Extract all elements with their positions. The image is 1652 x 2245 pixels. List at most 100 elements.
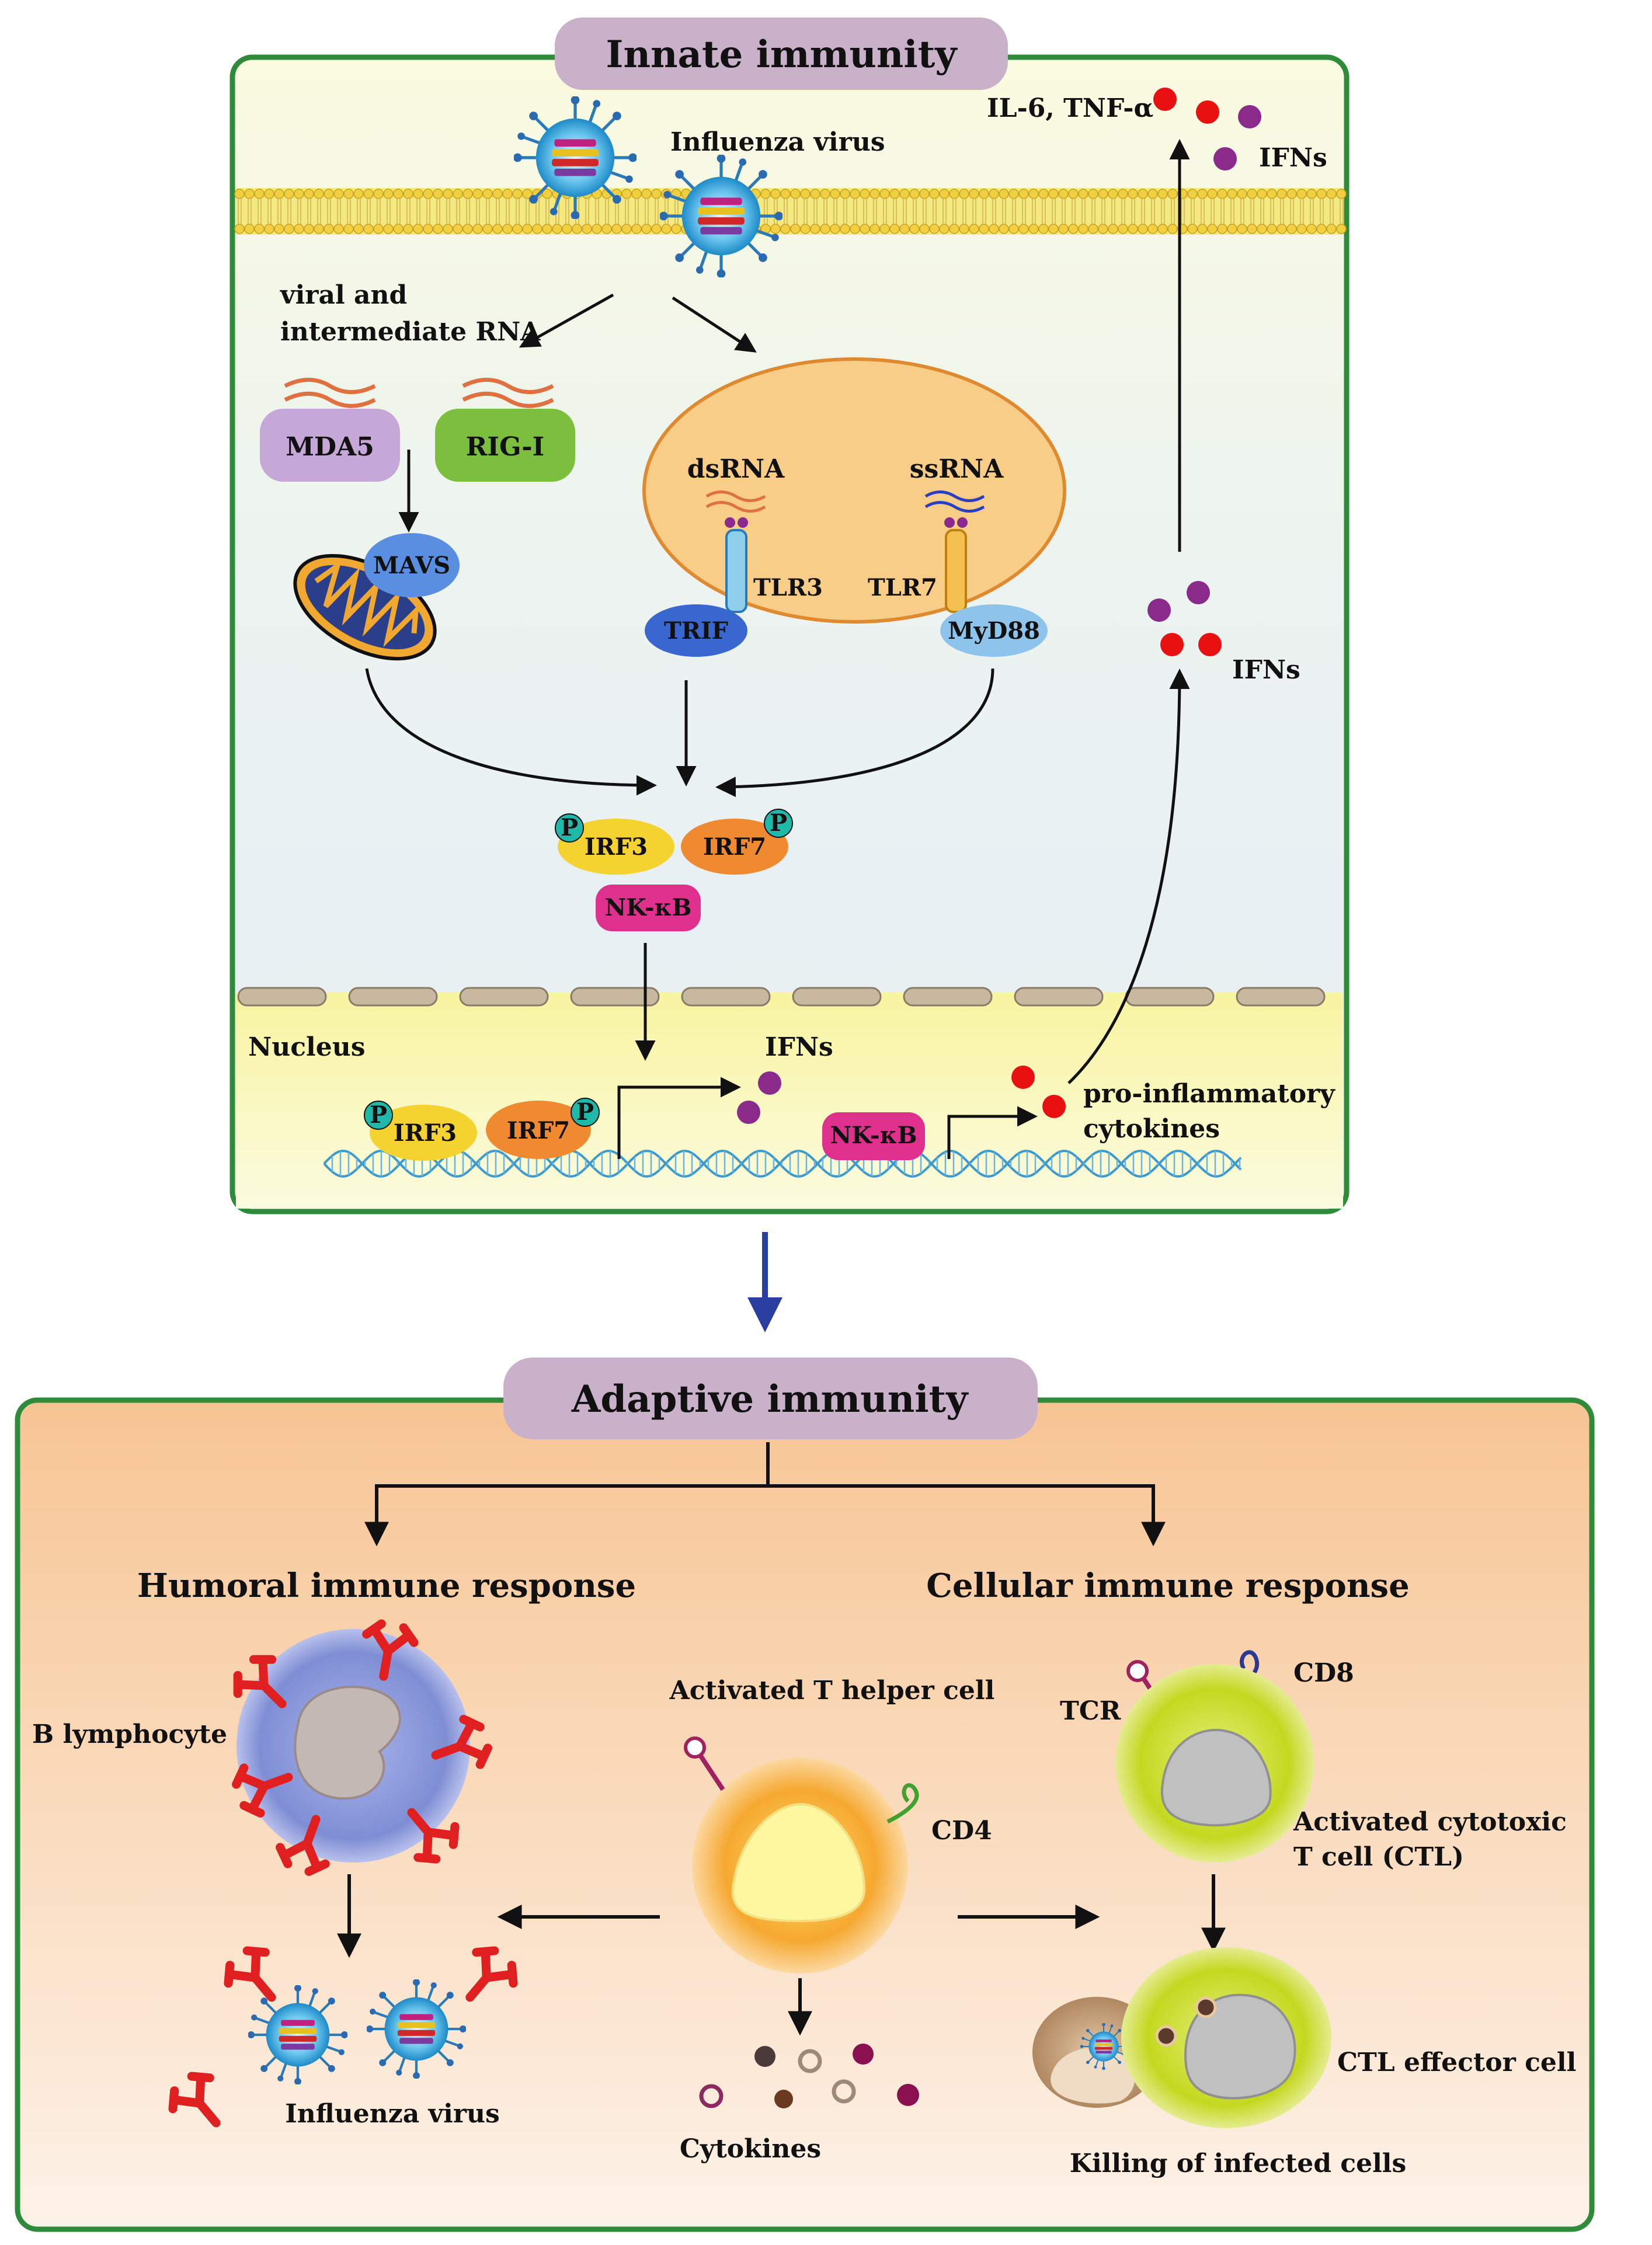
il6-tnf-label: IL-6, TNF-α — [987, 93, 1153, 123]
irf7-factor-nucleus — [486, 1101, 591, 1159]
ifn-dot — [1147, 598, 1171, 622]
influenza-label: Influenza virus — [285, 2099, 500, 2129]
adaptive-title: Adaptive immunity — [571, 1377, 969, 1421]
ctl-label: Activated cytotoxic — [1293, 1807, 1567, 1837]
influenza-virus-icon — [248, 1985, 348, 2085]
tcr-receptor-head — [684, 1736, 706, 1759]
cytokine-dot — [1196, 100, 1219, 124]
innate-title: Innate immunity — [606, 33, 958, 76]
cytokines-label: Cytokines — [680, 2134, 821, 2164]
influenza-virus-icon — [659, 154, 783, 278]
irf7-label-nucleus: IRF7 — [507, 1117, 570, 1144]
ifn-dot — [1238, 105, 1261, 128]
b-cell-nucleus — [294, 1686, 401, 1800]
arrow — [617, 1077, 741, 1159]
irf3-label-nucleus: IRF3 — [394, 1119, 457, 1147]
ifn-dot — [1213, 147, 1237, 170]
influenza-virus-icon — [366, 1979, 467, 2079]
th-cell-nucleus — [731, 1802, 866, 1923]
ifns-label-nucleus: IFNs — [765, 1032, 833, 1062]
phosphate-badge — [764, 809, 793, 838]
proinflam-label-2: cytokines — [1083, 1114, 1220, 1144]
ifns-label-cyto: IFNs — [1232, 655, 1300, 685]
nfkb-factor — [596, 885, 701, 931]
nfkb-label: NK-κB — [605, 894, 692, 921]
dna-strand-2 — [323, 1150, 1242, 1178]
nfkb-factor-nucleus — [822, 1112, 925, 1160]
ssrna-label: ssRNA — [910, 454, 1004, 484]
phosphate-badge — [571, 1098, 600, 1127]
arrow — [715, 668, 994, 798]
ligand-dot — [725, 517, 735, 528]
phosphate-badge — [555, 813, 584, 843]
ligand-dot — [944, 517, 955, 528]
cytokine-icon — [832, 2079, 856, 2104]
cytokine-dot — [1042, 1095, 1066, 1118]
cytokine-icon — [853, 2044, 874, 2065]
th-cell-label: Activated T helper cell — [669, 1676, 995, 1705]
irf7-label: IRF7 — [703, 833, 766, 861]
phosphate-label: P — [370, 1101, 387, 1129]
adaptive-title-box — [503, 1358, 1038, 1439]
cd4-label: CD4 — [931, 1816, 992, 1846]
ctl-label-2: T cell (CTL) — [1293, 1842, 1464, 1872]
tlr7-label: TLR7 — [868, 574, 937, 601]
granule-dot — [1195, 1996, 1217, 2018]
ligand-dot — [738, 517, 748, 528]
cellular-heading: Cellular immune response — [926, 1567, 1409, 1605]
tlr7-receptor — [945, 529, 967, 613]
cytokine-dot — [1153, 88, 1177, 111]
influenza-virus-icon — [513, 96, 637, 220]
influenza-virus-icon — [1080, 2023, 1127, 2070]
cytokine-dot — [1011, 1066, 1035, 1089]
arrow — [672, 296, 757, 353]
cd8-label: CD8 — [1293, 1658, 1354, 1688]
irf3-label: IRF3 — [585, 833, 648, 861]
ifn-dot — [758, 1071, 781, 1095]
tcr-receptor-icon — [695, 1750, 725, 1791]
cd4-receptor-icon — [886, 1783, 919, 1824]
myd88-label: MyD88 — [948, 617, 1040, 645]
arrow — [519, 293, 614, 348]
killing-label: Killing of infected cells — [1070, 2149, 1407, 2178]
mavs-adaptor — [364, 533, 460, 597]
trif-label: TRIF — [664, 617, 728, 645]
rigi-receptor — [435, 409, 575, 482]
dna-strand — [323, 1150, 1242, 1178]
ctl-effector-label: CTL effector cell — [1337, 2048, 1576, 2077]
mavs-label: MAVS — [373, 552, 450, 579]
virus-label: Influenza virus — [670, 127, 885, 157]
cytokine-icon — [699, 2084, 724, 2108]
cytokine-icon — [754, 2046, 775, 2067]
phosphate-label: P — [770, 809, 787, 837]
rigi-label: RIG-I — [466, 432, 544, 462]
nucleus-label: Nucleus — [248, 1032, 365, 1062]
irf7-factor — [681, 819, 788, 875]
viral-rna-label-2: intermediate RNA — [280, 317, 541, 347]
ifn-dot — [1187, 581, 1210, 604]
irf3-factor — [558, 819, 674, 875]
phosphate-label: P — [576, 1098, 594, 1126]
ifn-dot — [737, 1101, 760, 1124]
tcr-label: TCR — [1060, 1696, 1121, 1726]
myd88-adaptor — [940, 604, 1048, 657]
humoral-heading: Humoral immune response — [137, 1567, 636, 1605]
irf3-factor-nucleus — [370, 1105, 477, 1161]
ctl-effector-nucleus — [1184, 1993, 1296, 2100]
mda5-label: MDA5 — [286, 432, 374, 462]
ctl-nucleus — [1160, 1728, 1272, 1827]
proinflam-label: pro-inflammatory — [1083, 1079, 1335, 1109]
cytokine-icon — [798, 2049, 822, 2073]
endosome — [642, 357, 1066, 624]
dsrna-icon — [705, 490, 766, 513]
mda5-receptor — [260, 409, 400, 482]
dsrna-label: dsRNA — [687, 454, 785, 484]
dna-rungs — [331, 1151, 1241, 1177]
ifns-label-top: IFNs — [1259, 143, 1327, 173]
arrow — [365, 668, 657, 796]
b-lymphocyte-label: B lymphocyte — [32, 1720, 227, 1749]
branch-arrow — [364, 1442, 770, 1547]
infected-cell-nucleus — [1051, 2048, 1135, 2104]
granule-dot — [1155, 2025, 1177, 2047]
